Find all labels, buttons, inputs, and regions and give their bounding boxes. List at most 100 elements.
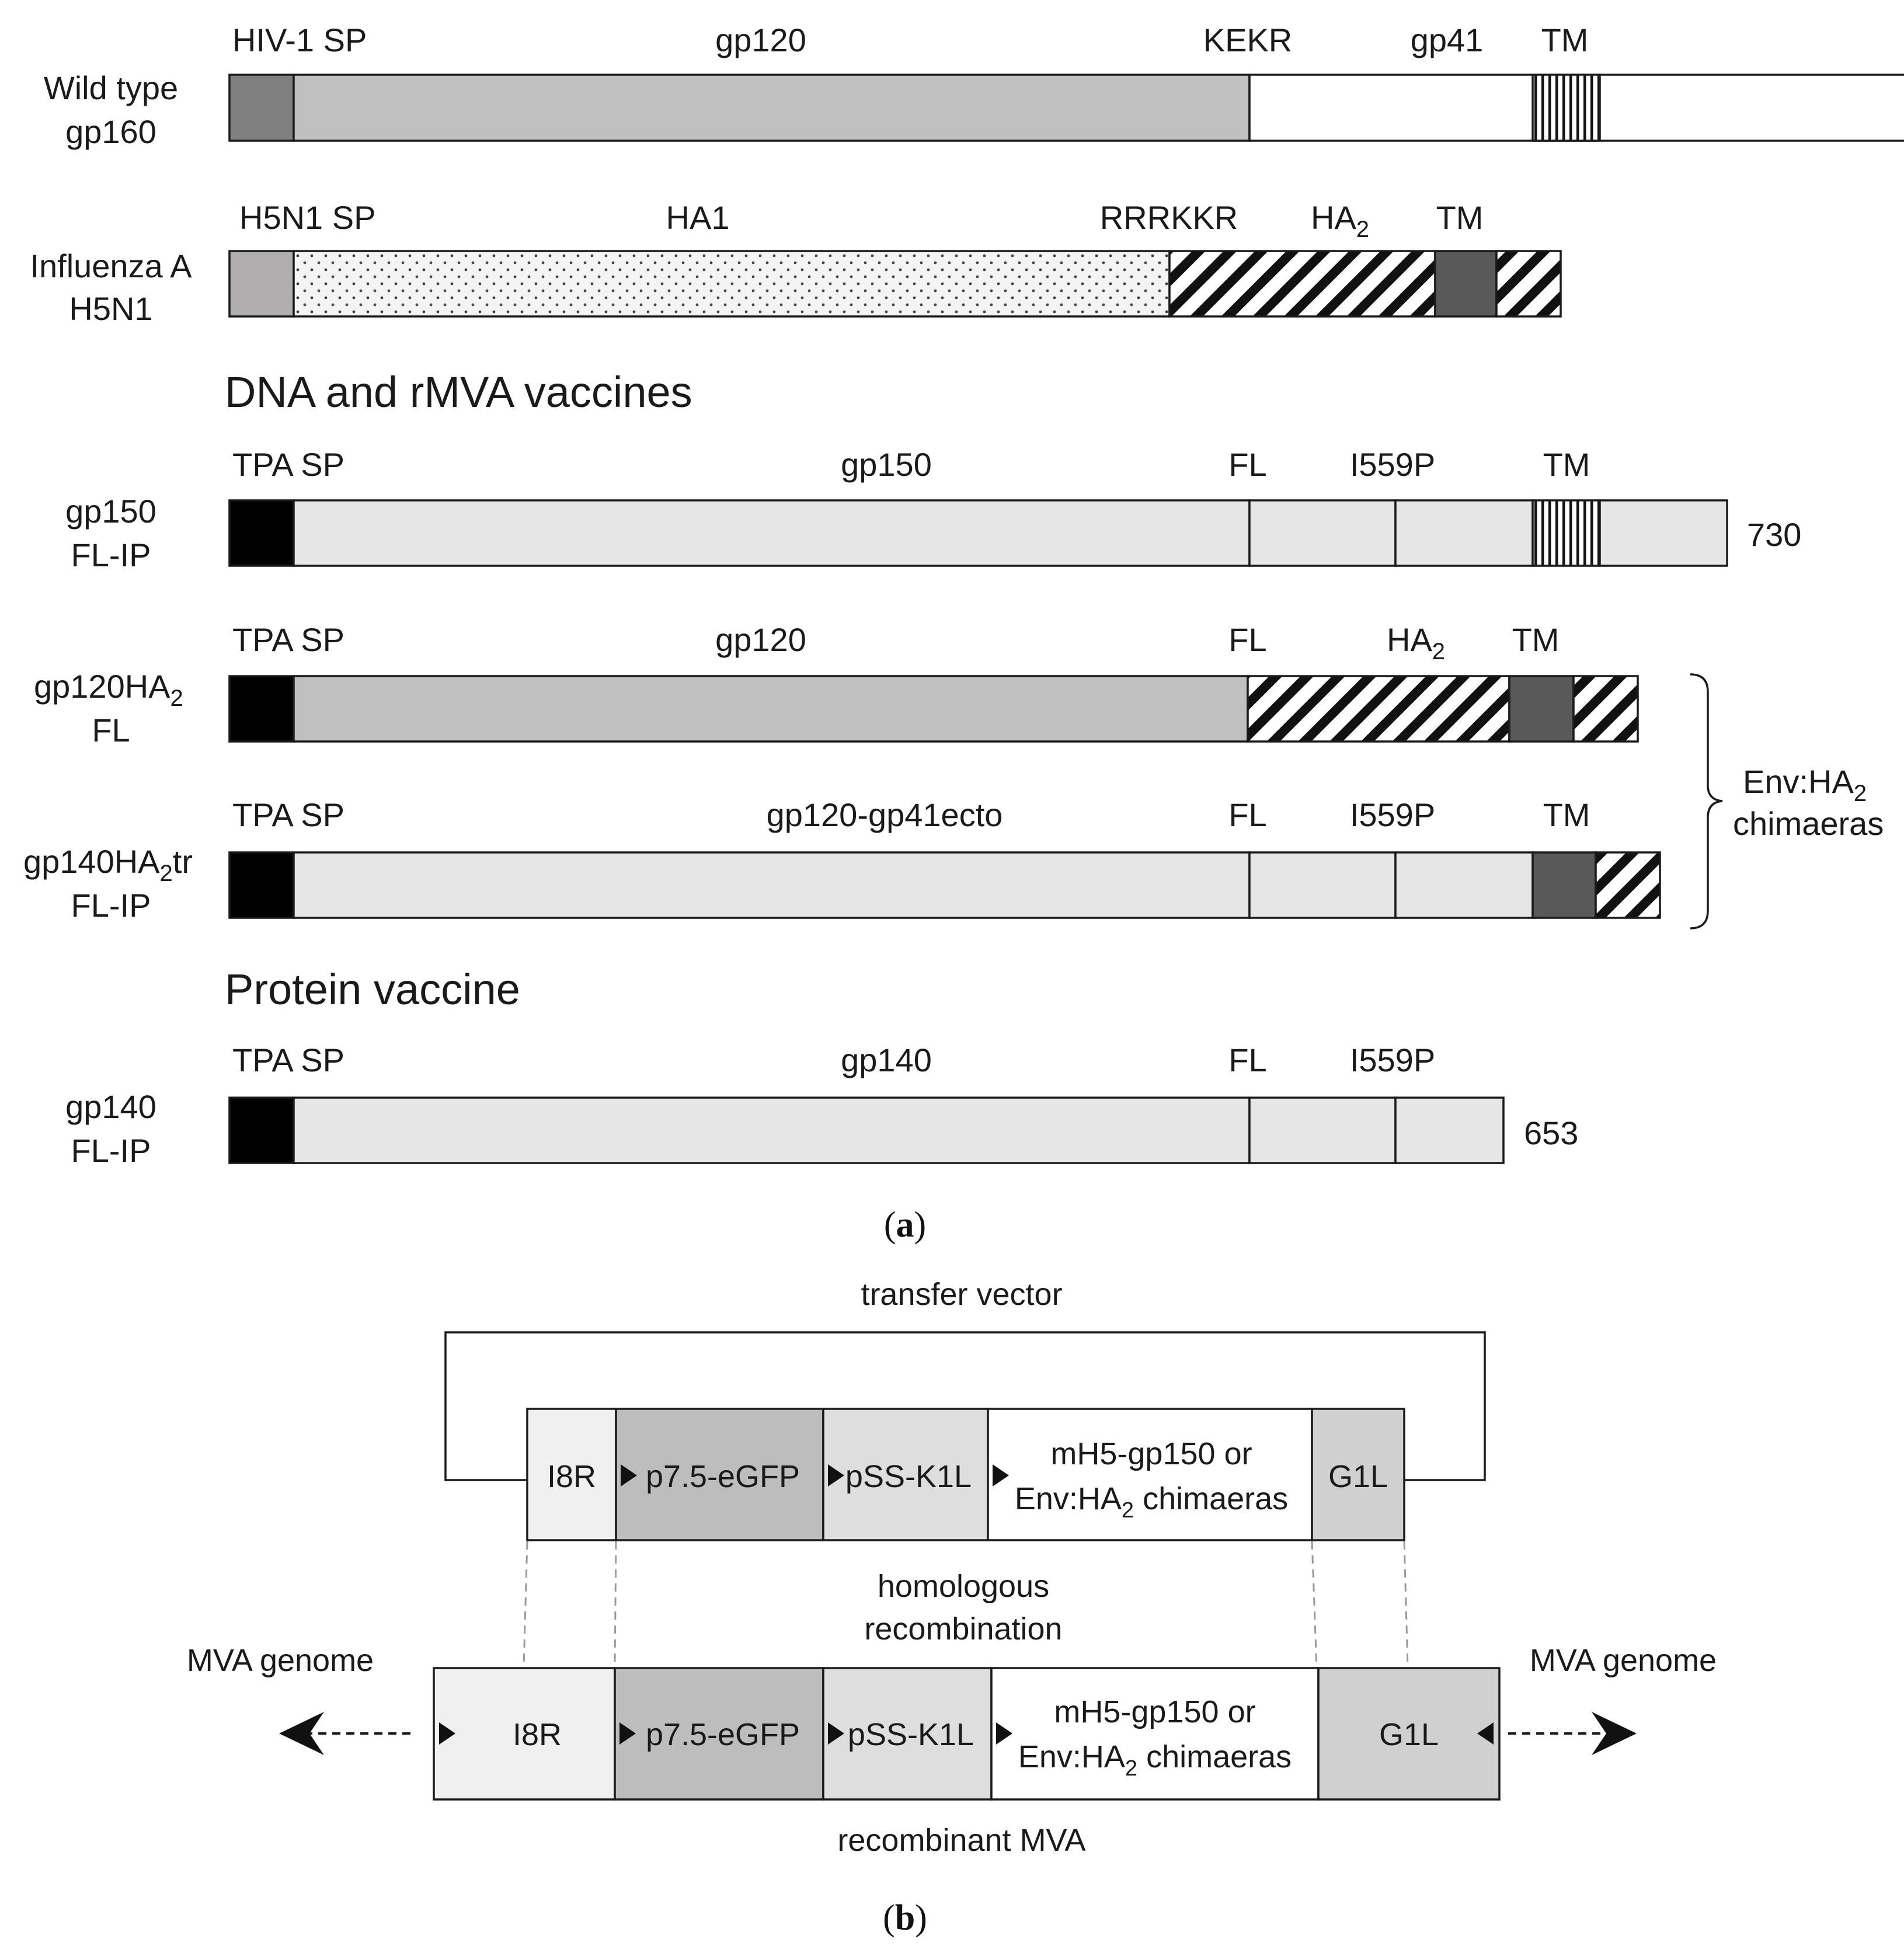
homology-line bbox=[1311, 1541, 1318, 1667]
segment-tpa-signal bbox=[228, 851, 295, 919]
construct-wildtype: Wild type gp160 HIV-1 SP gp120 KEKR gp41… bbox=[44, 22, 1904, 150]
segment-pss-k1l bbox=[822, 1667, 993, 1801]
segment-pss-k1l bbox=[822, 1408, 989, 1541]
promoter-arrow-icon bbox=[993, 1464, 1009, 1486]
homologous-recombination-label: recombination bbox=[864, 1611, 1062, 1646]
construct-name: gp120HA2 bbox=[34, 668, 183, 711]
mutation-label: I559P bbox=[1350, 1042, 1435, 1078]
insert-suffix: chimaeras bbox=[1134, 1481, 1288, 1516]
name-subscript: 2 bbox=[170, 685, 183, 711]
fl-label: FL bbox=[1228, 621, 1266, 658]
segment-cytoplasmic-tail bbox=[1572, 675, 1639, 743]
segment-transmembrane bbox=[1531, 851, 1597, 919]
segment-label-g1l: G1L bbox=[1328, 1459, 1388, 1494]
caption-paren: ) bbox=[914, 1205, 927, 1245]
tm-label: TM bbox=[1436, 199, 1484, 236]
segment-i559p bbox=[1394, 851, 1534, 919]
signal-peptide-label: TPA SP bbox=[232, 446, 344, 483]
segment-label-g1l: G1L bbox=[1379, 1717, 1439, 1752]
arrow-left-icon bbox=[279, 1712, 324, 1755]
tm-label: TM bbox=[1541, 22, 1589, 58]
homologous-recombination-label: homologous bbox=[878, 1569, 1049, 1604]
segment-label-pss: pSS-K1L bbox=[848, 1717, 974, 1752]
segment-signal-peptide bbox=[228, 250, 295, 318]
segment-label-pss: pSS-K1L bbox=[845, 1459, 972, 1494]
recombinant-mva-cassette: I8R p7.5-eGFP pSS-K1L mH5-gp150 or Env:H… bbox=[433, 1667, 1501, 1801]
domain-label: gp120-gp41ecto bbox=[767, 796, 1003, 833]
construct-influenza: Influenza A H5N1 H5N1 SP HA1 RRRKKR HA2 … bbox=[30, 199, 1562, 327]
cleavage-site-label: KEKR bbox=[1203, 22, 1293, 58]
curly-bracket bbox=[1690, 673, 1723, 929]
signal-peptide-label: HIV-1 SP bbox=[232, 22, 367, 58]
segment-i559p bbox=[1394, 1096, 1505, 1164]
segment-label-insert: mH5-gp150 or bbox=[1054, 1694, 1255, 1729]
segment-transmembrane bbox=[1531, 499, 1601, 567]
segment-i8r bbox=[526, 1408, 617, 1541]
segment-tpa-signal bbox=[228, 675, 295, 743]
insert-subscript: 2 bbox=[1122, 1498, 1134, 1523]
insert-main: Env:HA bbox=[1015, 1481, 1122, 1516]
segment-cytoplasmic-tail bbox=[1495, 250, 1562, 318]
mutation-label: I559P bbox=[1350, 796, 1435, 833]
homology-line bbox=[523, 1541, 528, 1667]
tm-label: TM bbox=[1543, 796, 1590, 833]
signal-peptide-label: TPA SP bbox=[232, 621, 344, 658]
segment-p75-egfp bbox=[615, 1408, 824, 1541]
recombinant-mva-label: recombinant MVA bbox=[837, 1823, 1085, 1858]
transfer-vector-label: transfer vector bbox=[861, 1277, 1062, 1312]
promoter-arrow-icon bbox=[439, 1722, 455, 1745]
name-main: gp140HA bbox=[23, 843, 160, 880]
segment-label-insert: Env:HA2 chimaeras bbox=[1018, 1739, 1292, 1781]
promoter-arrow-icon bbox=[1477, 1722, 1494, 1745]
segment-cytoplasmic-tail bbox=[1595, 851, 1661, 919]
segment-label-p75: p7.5-eGFP bbox=[646, 1459, 800, 1494]
segment-tpa-signal bbox=[228, 499, 295, 567]
segment-gp140 bbox=[293, 1096, 1251, 1164]
panel-caption-a: (a) bbox=[884, 1205, 926, 1245]
promoter-arrow-icon bbox=[996, 1722, 1012, 1745]
mutation-label: I559P bbox=[1350, 446, 1435, 483]
segment-ha2 bbox=[1247, 675, 1510, 743]
fl-label: FL bbox=[1228, 796, 1266, 833]
ha2-label: HA2 bbox=[1311, 199, 1369, 242]
construct-name: Influenza A bbox=[30, 248, 192, 284]
ha2-main: HA bbox=[1387, 621, 1432, 658]
construct-name: FL-IP bbox=[71, 887, 151, 924]
segment-signal-peptide bbox=[228, 74, 295, 142]
segment-gp150 bbox=[293, 499, 1251, 567]
segment-label-insert: Env:HA2 chimaeras bbox=[1015, 1481, 1288, 1523]
construct-name: H5N1 bbox=[69, 290, 152, 327]
promoter-arrow-icon bbox=[621, 1464, 637, 1486]
caption-paren: ) bbox=[915, 1898, 927, 1938]
homology-line bbox=[1403, 1541, 1409, 1667]
segment-label-insert: mH5-gp150 or bbox=[1050, 1436, 1252, 1471]
insert-subscript: 2 bbox=[1125, 1756, 1137, 1781]
domain-label: gp150 bbox=[841, 446, 932, 483]
segment-tpa-signal bbox=[228, 1096, 295, 1164]
section-heading: DNA and rMVA vaccines bbox=[225, 368, 692, 416]
insert-suffix: chimaeras bbox=[1137, 1739, 1292, 1774]
construct-gp140: gp140 FL-IP TPA SP gp140 FL I559P 653 bbox=[65, 1042, 1578, 1169]
segment-tail bbox=[1599, 499, 1728, 567]
mva-genome-label: MVA genome bbox=[187, 1643, 374, 1678]
segment-gp120-gp41ecto bbox=[293, 851, 1251, 919]
construct-name: Wild type bbox=[44, 69, 178, 106]
fl-label: FL bbox=[1228, 1042, 1266, 1078]
arrow-right-icon bbox=[1592, 1712, 1637, 1755]
transfer-vector-cassette: I8R p7.5-eGFP pSS-K1L mH5-gp150 or Env:H… bbox=[526, 1408, 1405, 1541]
bracket-label: Env:HA2 bbox=[1743, 763, 1867, 806]
signal-peptide-label: H5N1 SP bbox=[239, 199, 375, 236]
bracket-label-subscript: 2 bbox=[1854, 781, 1867, 806]
length-label: 730 bbox=[1747, 516, 1801, 553]
chimaeras-bracket: Env:HA2 chimaeras bbox=[1690, 673, 1884, 929]
promoter-arrow-icon bbox=[828, 1464, 844, 1486]
fl-label: FL bbox=[1228, 446, 1266, 483]
promoter-arrow-icon bbox=[828, 1722, 844, 1745]
ha2-label: HA2 bbox=[1387, 621, 1445, 664]
construct-name: gp140 bbox=[65, 1088, 156, 1125]
construct-gp140ha2tr: gp140HA2tr FL-IP TPA SP gp120-gp41ecto F… bbox=[23, 796, 1661, 924]
caption-letter: a bbox=[896, 1205, 914, 1245]
tm-label: TM bbox=[1512, 621, 1560, 658]
segment-i559p bbox=[1394, 499, 1534, 567]
